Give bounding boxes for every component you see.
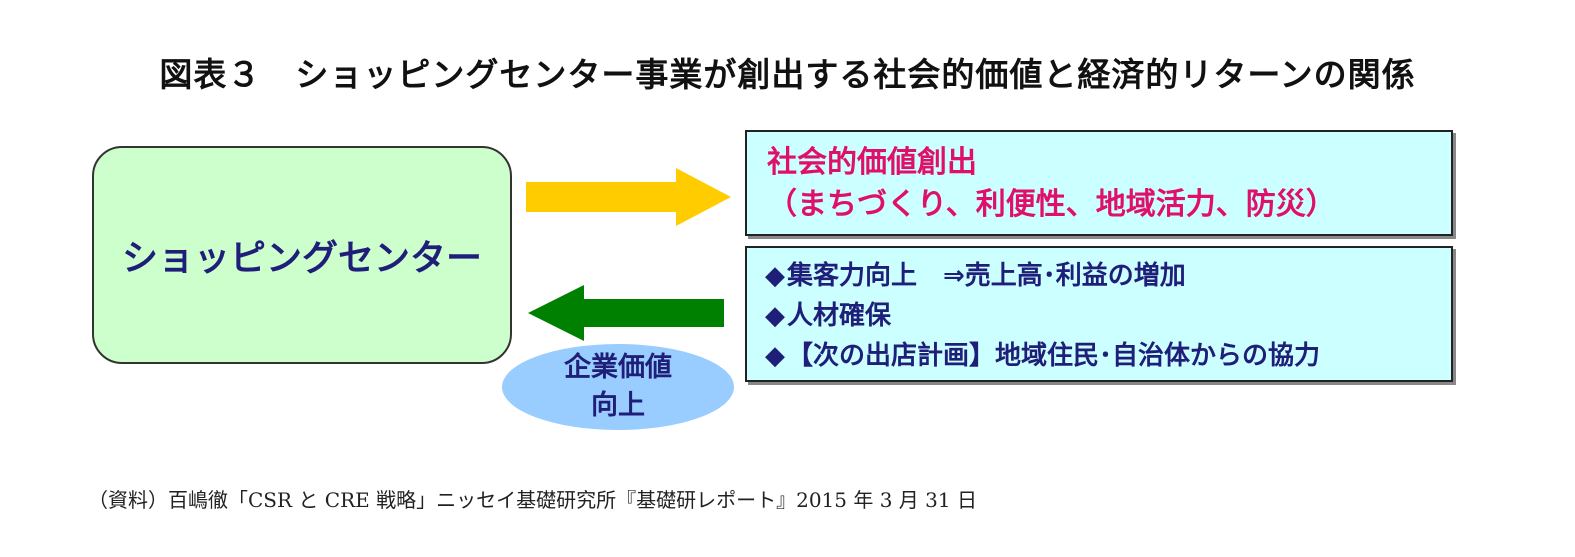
diamond-bullet-icon: ◆ (765, 341, 785, 371)
return-item-text: 人材確保 (787, 301, 892, 331)
economic-return-box: ◆集客力向上 ⇒売上高･利益の増加 ◆人材確保 ◆【次の出店計画】地域住民･自治… (745, 246, 1453, 382)
source-note: （資料）百嶋徹「CSR と CRE 戦略」ニッセイ基礎研究所『基礎研レポート』2… (88, 488, 977, 512)
return-item-text: 【次の出店計画】地域住民･自治体からの協力 (787, 341, 1321, 371)
corporate-value-line1: 企業価値 (564, 352, 672, 383)
left-arrow-shape (528, 285, 724, 341)
return-item-text: 集客力向上 ⇒売上高･利益の増加 (787, 261, 1186, 291)
diamond-bullet-icon: ◆ (765, 261, 785, 291)
shopping-center-label: ショッピングセンター (121, 238, 482, 279)
right-arrow-shape (526, 168, 731, 226)
social-value-title: 社会的価値創出 (767, 145, 977, 180)
social-value-detail: （まちづくり、利便性、地域活力、防災） (767, 187, 1336, 222)
return-item: ◆【次の出店計画】地域住民･自治体からの協力 (765, 336, 1433, 376)
return-item: ◆人材確保 (765, 296, 1433, 336)
social-value-box: 社会的価値創出 （まちづくり、利便性、地域活力、防災） (745, 130, 1453, 236)
return-item: ◆集客力向上 ⇒売上高･利益の増加 (765, 256, 1433, 296)
shopping-center-box: ショッピングセンター (92, 146, 512, 364)
figure-title: 図表３ ショッピングセンター事業が創出する社会的価値と経済的リターンの関係 (159, 55, 1416, 94)
right-arrow-icon (526, 168, 731, 226)
left-arrow-icon (528, 285, 724, 341)
corporate-value-line2: 向上 (591, 390, 645, 421)
diamond-bullet-icon: ◆ (765, 301, 785, 331)
corporate-value-ellipse: 企業価値 向上 (502, 344, 734, 430)
